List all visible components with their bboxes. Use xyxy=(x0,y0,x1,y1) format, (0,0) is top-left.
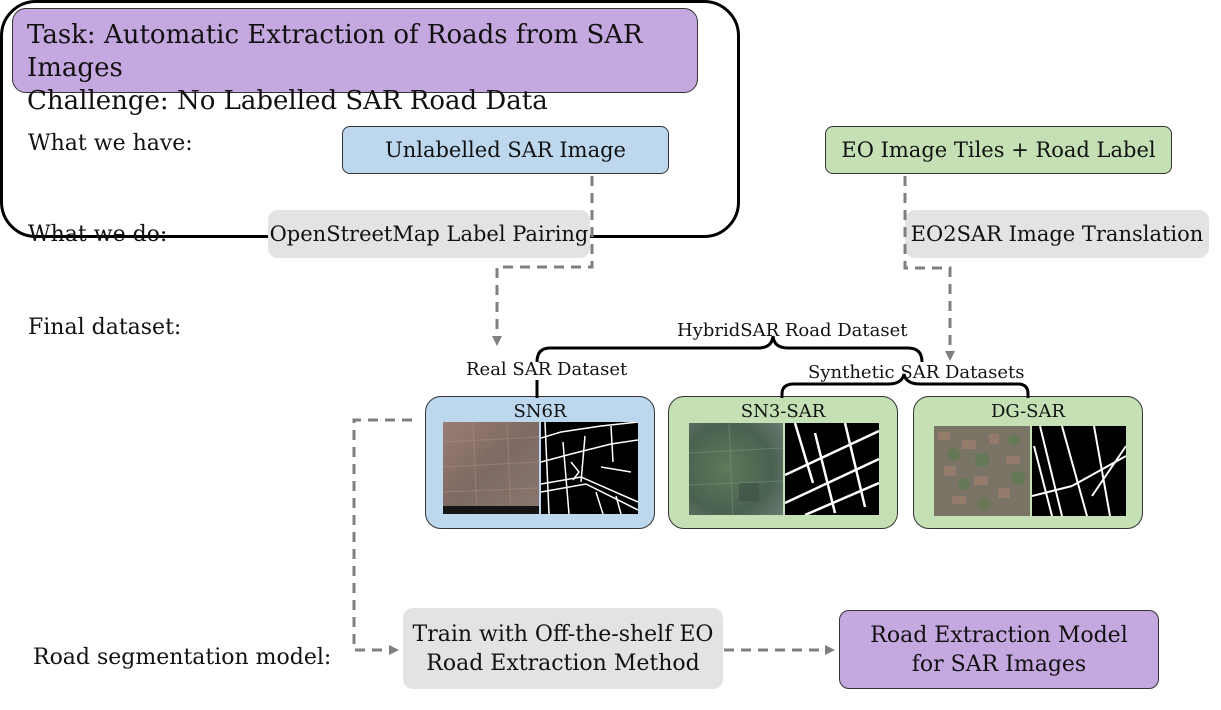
dg-sar-eo-image xyxy=(934,426,1030,516)
sn6r-card: SN6R xyxy=(425,396,655,529)
sn3-sar-card: SN3-SAR xyxy=(668,396,898,529)
real-sar-label: Real SAR Dataset xyxy=(466,359,628,380)
dg-sar-title: DG-SAR xyxy=(990,401,1066,422)
result-line1: Road Extraction Model xyxy=(870,622,1128,648)
task-title: Task: Automatic Extraction of Roads from… xyxy=(27,20,643,83)
sn6r-sar-image xyxy=(443,422,539,514)
challenge-title: Challenge: No Labelled SAR Road Data xyxy=(27,86,548,116)
road-extraction-model-box: Road Extraction Model for SAR Images xyxy=(839,610,1159,689)
train-method-line1: Train with Off-the-shelf EO xyxy=(412,621,714,647)
row-label-do: What we do: xyxy=(28,222,168,247)
arrow-eo-to-synthetic xyxy=(903,176,955,361)
train-method-line2: Road Extraction Method xyxy=(426,650,700,676)
sn3-sar-eo-image xyxy=(689,423,783,515)
row-label-have: What we have: xyxy=(28,131,193,156)
row-label-final: Final dataset: xyxy=(28,315,182,340)
eo-tiles-box: EO Image Tiles + Road Label xyxy=(825,126,1172,174)
eo2sar-translation-box: EO2SAR Image Translation xyxy=(905,210,1209,258)
result-line2: for SAR Images xyxy=(911,651,1087,677)
train-method-box: Train with Off-the-shelf EO Road Extract… xyxy=(403,608,723,689)
dg-sar-card: DG-SAR xyxy=(913,396,1143,529)
sn6r-title: SN6R xyxy=(513,401,567,422)
synthetic-sar-label: Synthetic SAR Datasets xyxy=(808,362,1025,383)
sn3-sar-title: SN3-SAR xyxy=(740,401,826,422)
task-header: Task: Automatic Extraction of Roads from… xyxy=(12,8,698,116)
dg-sar-road-label xyxy=(1032,426,1126,516)
unlabelled-sar-box: Unlabelled SAR Image xyxy=(342,126,669,174)
sn3-sar-road-label xyxy=(785,423,879,515)
sn6r-road-label xyxy=(541,422,638,514)
row-label-model: Road segmentation model: xyxy=(33,645,332,670)
hybridsar-label: HybridSAR Road Dataset xyxy=(677,320,908,341)
osm-pairing-box: OpenStreetMap Label Pairing xyxy=(268,210,590,258)
